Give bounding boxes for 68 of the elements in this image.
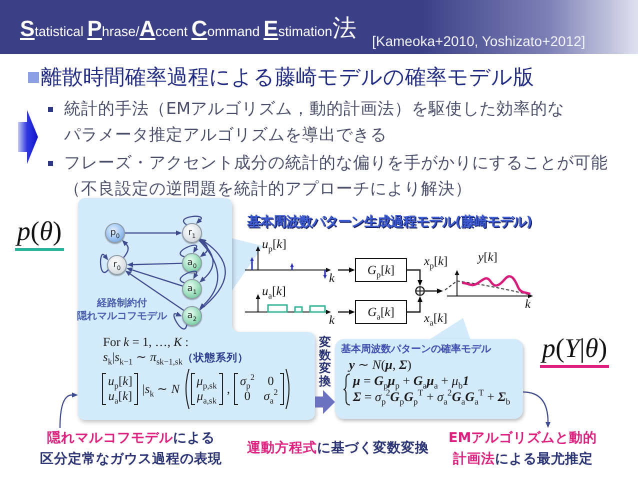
arrow (122, 240, 129, 258)
equation-text: μ = G$_{p}$μ$_{p}$ + G$_{a}$μ$_{a}$ + μ$_{b}$1 (353, 373, 470, 389)
equation-text: 0 (268, 374, 274, 389)
caption-text: 運動方程式に基づく変数変換 (247, 439, 429, 458)
bullet-text: フレーズ・アクセント成分の統計的な偏りを手がかりにすることが可能（不良設定の逆問題を統計的アプローチにより解決） (64, 152, 608, 200)
arrow (522, 391, 550, 428)
math-text: G$_{p}$[k] (367, 263, 395, 277)
equation-text: 0 (244, 389, 250, 404)
transfer-function-block (355, 300, 407, 324)
self-loop-arrow (180, 244, 199, 258)
arrow (125, 270, 184, 311)
self-loop-arrow (173, 312, 188, 330)
equation-text: u$_{p}$[k] (108, 374, 132, 389)
equation-text: μ$_{a,sk}$ (196, 389, 217, 404)
arrow (338, 310, 355, 314)
arrow (200, 238, 226, 310)
arrow (407, 269, 422, 286)
edge-label: x$_{p}$[k] (424, 254, 448, 268)
edge-label: x$_{a}$[k] (424, 311, 448, 325)
edge-label: 変数変換 (319, 336, 331, 388)
bullet-text: 統計的手法（EMアルゴリズム，動的計画法）を駆使した効率的なパラメータ推定アルゴリズムを導出できる (64, 98, 565, 146)
diagram-heading: 基本周波数パターン生成過程モデル(藤崎モデル) (247, 214, 532, 232)
equation-text: |s$_{k}$ ∼ N (142, 382, 180, 396)
math-text: G$_{a}$[k] (368, 305, 394, 319)
axis-label: k (525, 297, 531, 311)
state-label: r$_{0}$ (113, 260, 121, 270)
axis-label: u$_{a}$[k] (262, 284, 286, 298)
block-arrow (315, 390, 335, 414)
axis-label: y[k] (478, 250, 498, 264)
arrow (198, 240, 218, 310)
axis-label: u$_{p}$[k] (262, 237, 286, 251)
math-label: p(Y|θ) (540, 333, 610, 368)
self-loop-arrow (180, 270, 199, 284)
math-label: p(θ) (15, 216, 64, 251)
caption-text: EMアルゴリズムと動的計画法による最尤推定 (448, 428, 598, 470)
transfer-function-block (355, 258, 407, 282)
panel-heading: 基本周波数パターンの確率モデル (341, 343, 491, 356)
slide-title: Statistical Phrase/Accent Command Estimation法 (20, 14, 356, 44)
state-label: p$_{0}$ (110, 228, 120, 238)
axis-label: k (329, 271, 335, 285)
equation-text: , (226, 382, 230, 396)
arrow (125, 230, 182, 236)
equation-text: For k = 1, …, K : (103, 335, 189, 350)
arrow (338, 268, 355, 272)
summing-junction (415, 286, 425, 296)
state-label: a$_{0}$ (187, 258, 197, 268)
arrow (126, 268, 183, 287)
arrow (407, 296, 422, 313)
equation-text: Σ = σ$_{p}$$^{2}$G$_{p}$G$_{p}$$^{T}$ + σ$_{a}$$^{2}$G$_{a}$G$_{a}$$^{T}$ + Σ$_{b}$ (353, 389, 510, 405)
self-loop-arrow (100, 254, 110, 273)
arrow (200, 238, 208, 258)
equation-text: u$_{a}$[k] (108, 389, 132, 404)
bullet-heading: 離散時間確率過程による藤崎モデルの確率モデル版 (41, 64, 534, 91)
equation-text: y ∼ N(μ, Σ) (349, 357, 412, 373)
state-label: a$_{1}$ (187, 284, 197, 294)
caption-text: 隠れマルコフモデルによる区分定常なガウス過程の表現 (40, 428, 222, 470)
arrow (425, 288, 443, 294)
arrow (127, 262, 182, 268)
arrow (199, 239, 214, 283)
equation-text: μ$_{p,sk}$ (196, 374, 217, 389)
state-label: r$_{1}$ (188, 228, 196, 238)
panel-heading: 経路制約付隠れマルコフモデル (76, 297, 168, 323)
self-loop-arrow (183, 216, 202, 226)
arrow (59, 392, 78, 428)
axis-label: k (329, 313, 335, 327)
equation-text: s$_{k}$|s$_{k−1}$ ∼ π$_{sk−1,sk}$（状態系列） (103, 350, 249, 366)
state-label: a$_{2}$ (187, 311, 197, 321)
citation-text: [Kameoka+2010, Yoshizato+2012] (372, 32, 586, 51)
